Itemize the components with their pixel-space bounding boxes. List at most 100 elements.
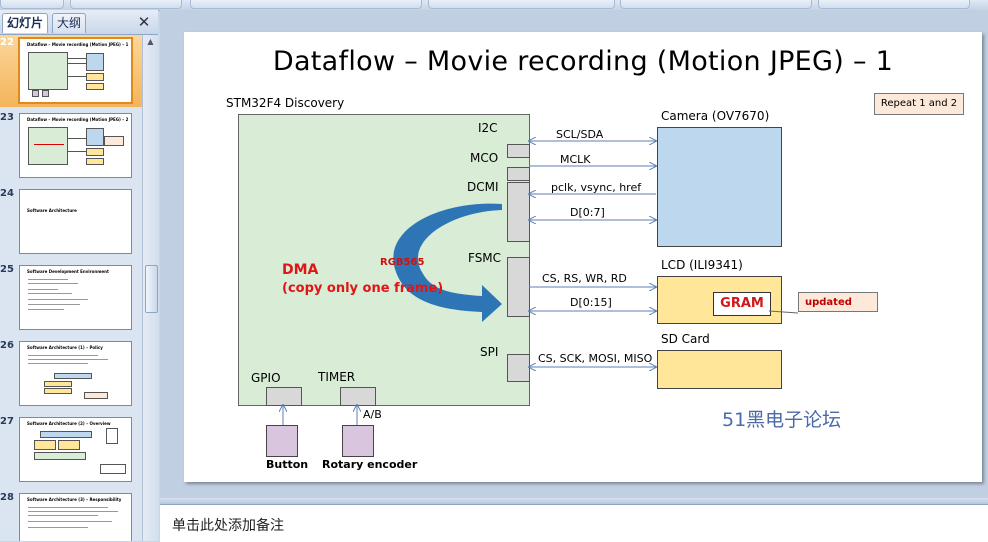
thumb-button-shape: [32, 90, 39, 97]
slide-editor: Dataflow – Movie recording (Motion JPEG)…: [160, 10, 988, 498]
thumb-lcd-shape: [86, 148, 104, 156]
gram-box: GRAM: [713, 292, 771, 316]
thumb-line: [68, 151, 86, 152]
signal-mclk: MCLK: [560, 153, 591, 166]
rotary-box: [342, 425, 374, 457]
camera-box: [657, 127, 782, 247]
signal-spi: CS, SCK, MOSI, MISO: [538, 352, 653, 365]
slide-number: 27: [0, 416, 14, 427]
thumb-block: [44, 388, 72, 394]
thumbnail-title: Software Architecture (2) – Overview: [27, 421, 111, 426]
thumb-line: [28, 283, 78, 284]
timer-label: TIMER: [318, 370, 356, 384]
thumbnail-title: Dataflow – Movie recording (Motion JPEG)…: [27, 117, 129, 122]
thumbnail-list: 22 Dataflow – Movie recording (Motion JP…: [0, 35, 142, 541]
slide-thumbnail-25[interactable]: 25 Software Development Environment: [0, 262, 142, 334]
signal-scl-sda: SCL/SDA: [556, 128, 604, 141]
signal-cs-rs: CS, RS, WR, RD: [542, 272, 627, 285]
thumb-block: [34, 452, 86, 460]
thumb-line: [28, 527, 88, 528]
slide-number: 26: [0, 340, 14, 351]
thumbnail-title: Software Architecture: [27, 208, 77, 213]
thumb-sd-shape: [86, 83, 104, 90]
thumbnail-title: Dataflow – Movie recording (Motion JPEG)…: [27, 42, 129, 47]
scroll-up-icon[interactable]: ▲: [147, 37, 154, 46]
signal-d07: D[0:7]: [570, 206, 605, 219]
ribbon-tab[interactable]: [190, 0, 422, 9]
slide-number: 25: [0, 264, 14, 275]
mco-label: MCO: [470, 151, 499, 165]
thumb-line: [68, 58, 86, 59]
slide-thumbnail-23[interactable]: 23 Dataflow – Movie recording (Motion JP…: [0, 110, 142, 182]
ribbon-tab[interactable]: [818, 0, 970, 9]
sdcard-box: [657, 350, 782, 389]
thumb-line: [28, 359, 108, 360]
thumb-line: [28, 363, 88, 364]
thumb-rotary-shape: [42, 90, 49, 97]
slide-number: 24: [0, 188, 14, 199]
dma-label: DMA: [282, 262, 319, 278]
thumb-block: [34, 440, 56, 450]
slide-number: 22: [0, 37, 14, 48]
camera-label: Camera (OV7670): [661, 109, 770, 123]
notes-splitter[interactable]: [160, 498, 988, 504]
tab-slides[interactable]: 幻灯片: [2, 13, 49, 33]
thumb-block: [106, 428, 118, 444]
thumb-block: [54, 373, 92, 379]
thumbnail-preview: Software Architecture (3) – Responsibili…: [19, 493, 132, 541]
ribbon-tab[interactable]: [620, 0, 812, 9]
thumbnail-preview: Dataflow – Movie recording (Motion JPEG)…: [19, 113, 132, 178]
thumb-sd-shape: [86, 158, 104, 165]
thumb-block: [100, 464, 126, 474]
fsmc-label: FSMC: [468, 251, 502, 265]
tab-outline[interactable]: 大纲: [52, 13, 87, 33]
signal-pclk: pclk, vsync, href: [551, 181, 642, 194]
slides-pane: 幻灯片 大纲 ✕ 22 Dataflow – Movie recording (…: [0, 10, 159, 541]
thumbnail-preview: Software Architecture (2) – Overview: [19, 417, 132, 482]
slide-title[interactable]: Dataflow – Movie recording (Motion JPEG)…: [272, 46, 894, 77]
slide-canvas[interactable]: Dataflow – Movie recording (Motion JPEG)…: [184, 32, 982, 482]
thumb-board-shape: [28, 52, 68, 90]
dma-sublabel: (copy only one frame): [282, 281, 444, 296]
thumbnail-preview: Software Architecture (1) – Policy: [19, 341, 132, 406]
i2c-port: [507, 144, 530, 158]
lcd-label: LCD (ILI9341): [661, 258, 743, 272]
thumb-line: [28, 507, 108, 508]
dcmi-port: [507, 182, 530, 242]
slide-thumbnail-27[interactable]: 27 Software Architecture (2) – Overview: [0, 414, 142, 486]
close-icon[interactable]: ✕: [137, 13, 151, 31]
notes-pane[interactable]: 单击此处添加备注: [160, 504, 988, 542]
slide-thumbnail-24[interactable]: 24 Software Architecture: [0, 186, 142, 258]
thumb-camera-shape: [86, 128, 104, 146]
thumb-line: [28, 299, 88, 300]
thumb-line: [28, 309, 64, 310]
thumbnail-preview: Software Architecture: [19, 189, 132, 254]
board-label: STM32F4 Discovery: [226, 96, 345, 110]
thumbnail-title: Software Architecture (1) – Policy: [27, 345, 103, 350]
thumb-block: [40, 431, 92, 438]
ribbon-tab[interactable]: [428, 0, 615, 9]
gpio-label: GPIO: [251, 371, 281, 385]
spi-label: SPI: [480, 345, 499, 359]
scrollbar-thumb[interactable]: [145, 265, 158, 313]
notes-placeholder[interactable]: 单击此处添加备注: [172, 518, 284, 534]
thumb-camera-shape: [86, 53, 104, 71]
slide-thumbnail-26[interactable]: 26 Software Architecture (1) – Policy: [0, 338, 142, 410]
slide-thumbnail-22[interactable]: 22 Dataflow – Movie recording (Motion JP…: [0, 35, 142, 107]
ribbon-tab[interactable]: [70, 0, 182, 9]
dma-arrow: [393, 203, 502, 322]
i2c-label: I2C: [478, 121, 498, 135]
thumbnail-title: Software Architecture (3) – Responsibili…: [27, 497, 122, 502]
thumb-lcd-shape: [86, 73, 104, 81]
signal-ab: A/B: [363, 408, 382, 421]
repeat-badge: Repeat 1 and 2: [874, 93, 964, 115]
pane-tabs: 幻灯片 大纲 ✕: [0, 10, 158, 35]
stm32-board: [238, 114, 530, 406]
thumb-line: [68, 138, 86, 139]
ribbon-tab[interactable]: [0, 0, 64, 9]
button-label: Button: [266, 458, 309, 471]
slide-thumbnail-28[interactable]: 28 Software Architecture (3) – Responsib…: [0, 490, 142, 541]
thumb-note-shape: [104, 136, 124, 146]
thumbnail-scrollbar[interactable]: ▲: [142, 35, 159, 541]
slide-number: 23: [0, 112, 14, 123]
